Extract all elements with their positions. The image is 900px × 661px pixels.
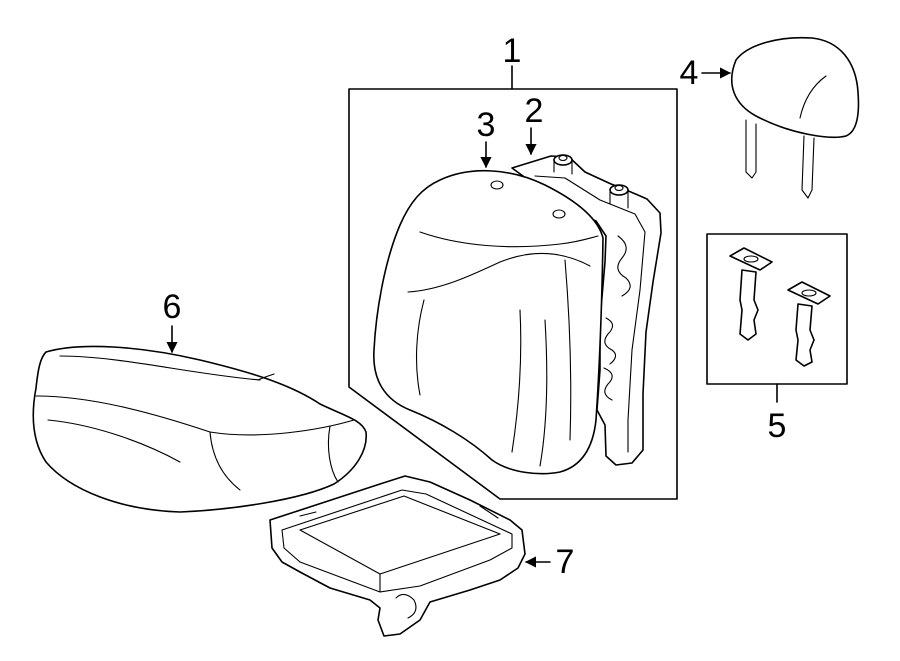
headrest-guide-right xyxy=(787,281,831,367)
callout-7-label: 7 xyxy=(556,543,575,581)
seat-back-assembly-box xyxy=(348,88,678,500)
headrest-guides-box xyxy=(706,233,848,385)
seat-back-cover xyxy=(373,169,604,475)
callout-6-label: 6 xyxy=(163,288,182,326)
seat-cushion-pad xyxy=(269,475,526,637)
callout-1-label: 1 xyxy=(503,32,522,70)
headrest xyxy=(731,36,860,199)
callout-5-label: 5 xyxy=(768,407,787,445)
callout-4-label: 4 xyxy=(680,54,699,92)
seat-cushion-cover xyxy=(32,345,367,513)
headrest-guide-left xyxy=(729,247,773,341)
callout-3-label: 3 xyxy=(477,106,496,144)
seat-back-frame xyxy=(511,154,662,466)
callout-2-label: 2 xyxy=(525,92,544,130)
